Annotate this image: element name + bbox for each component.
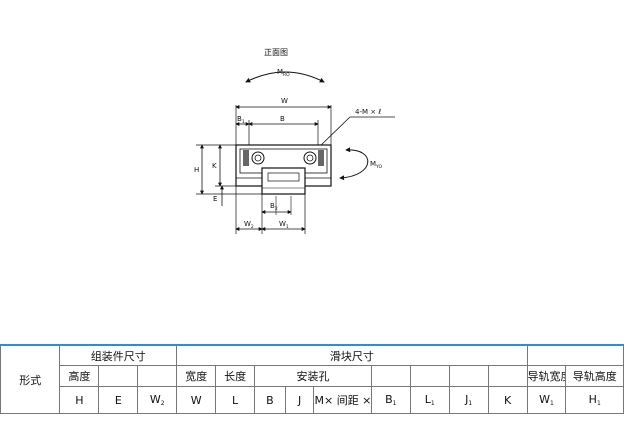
- front-view-drawing: 正面图 MRO W B1 B 4-M × ℓ H K E MYO B2: [194, 48, 395, 234]
- col-b: B: [254, 386, 286, 414]
- rail-width-label: 导轨宽度: [526, 365, 567, 387]
- mount-hole-label: 安装孔: [254, 365, 372, 387]
- rail-height-label: 导轨高度: [565, 365, 624, 387]
- h-label: H: [194, 166, 199, 174]
- e-label: E: [213, 195, 217, 203]
- length-label: 长度: [215, 365, 256, 387]
- col-l1: L1: [409, 386, 450, 414]
- b1-label: B1: [237, 115, 245, 125]
- slider-blank-3: [448, 365, 489, 387]
- slider-blank-4: [487, 365, 528, 387]
- mro-rotation-arrow: [245, 71, 325, 83]
- k-label: K: [212, 162, 217, 170]
- width-label: 宽度: [176, 365, 217, 387]
- assembly-blank-1: [98, 365, 139, 387]
- m-hole-label: 4-M × ℓ: [355, 108, 381, 116]
- left-bolt-hole: [251, 151, 265, 165]
- w2-label: W2: [244, 220, 254, 230]
- w-label: W: [281, 97, 288, 105]
- myo-rotation-arrow: [339, 147, 369, 181]
- assembly-blank-2: [137, 365, 178, 387]
- myo-label: MYO: [370, 160, 383, 170]
- w1-label: W1: [279, 220, 289, 230]
- col-k: K: [487, 386, 528, 414]
- height-label: 高度: [59, 365, 100, 387]
- mro-label: MRO: [277, 68, 290, 78]
- col-m-pitch-l: M× 间距 ×ℓ: [313, 386, 372, 414]
- dimension-spec-table: 形式 组装件尺寸 滑块尺寸 高度 宽度 长度 安装孔 导轨宽度 导轨高度 H E…: [0, 344, 624, 414]
- col-w: W: [176, 386, 217, 414]
- b-label: B: [280, 115, 285, 123]
- right-bolt-hole: [303, 151, 317, 165]
- slider-blank-2: [409, 365, 450, 387]
- slider-blank-1: [370, 365, 411, 387]
- col-j: J: [284, 386, 315, 414]
- assembly-group-header: 组装件尺寸: [59, 344, 178, 366]
- col-j1: J1: [448, 386, 489, 414]
- col-h1: H1: [565, 386, 624, 414]
- col-w1: W1: [526, 386, 567, 414]
- slider-group-header: 滑块尺寸: [176, 344, 528, 366]
- b2-label: B2: [270, 202, 278, 212]
- view-title: 正面图: [264, 48, 288, 57]
- col-l: L: [215, 386, 256, 414]
- col-w2: W2: [137, 386, 178, 414]
- col-b1: B1: [370, 386, 411, 414]
- rail-group-header: [526, 344, 624, 366]
- shape-header: 形式: [0, 344, 61, 414]
- m-hole-leader: [317, 116, 351, 149]
- col-h: H: [59, 386, 100, 414]
- col-e: E: [98, 386, 139, 414]
